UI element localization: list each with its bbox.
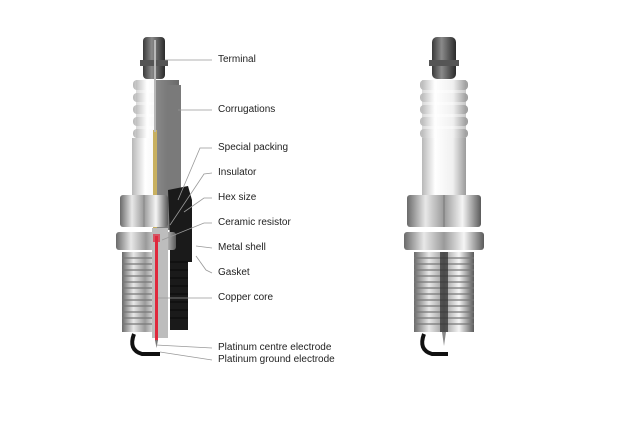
label-gasket: Gasket bbox=[218, 267, 250, 278]
centre-electrode-part bbox=[155, 340, 158, 348]
label-copper-core: Copper core bbox=[218, 292, 274, 303]
label-platinum-centre-electrode: Platinum centre electrode bbox=[218, 342, 332, 353]
label-hex-size: Hex size bbox=[218, 192, 257, 203]
copper-core-part bbox=[155, 236, 158, 341]
label-insulator: Insulator bbox=[218, 167, 257, 178]
leader-lines bbox=[155, 59, 213, 361]
label-ceramic-resistor: Ceramic resistor bbox=[218, 217, 291, 228]
exterior-plug bbox=[404, 37, 484, 356]
label-metal-shell: Metal shell bbox=[218, 242, 266, 253]
label-platinum-ground-electrode: Platinum ground electrode bbox=[218, 354, 335, 365]
ceramic-resistor-part bbox=[153, 130, 157, 230]
label-special-packing: Special packing bbox=[218, 142, 289, 153]
label-terminal: Terminal bbox=[218, 54, 256, 65]
label-corrugations: Corrugations bbox=[218, 104, 276, 115]
ground-electrode-part bbox=[130, 333, 160, 356]
metal-shell-part bbox=[168, 186, 192, 330]
cutaway-plug bbox=[116, 37, 192, 356]
